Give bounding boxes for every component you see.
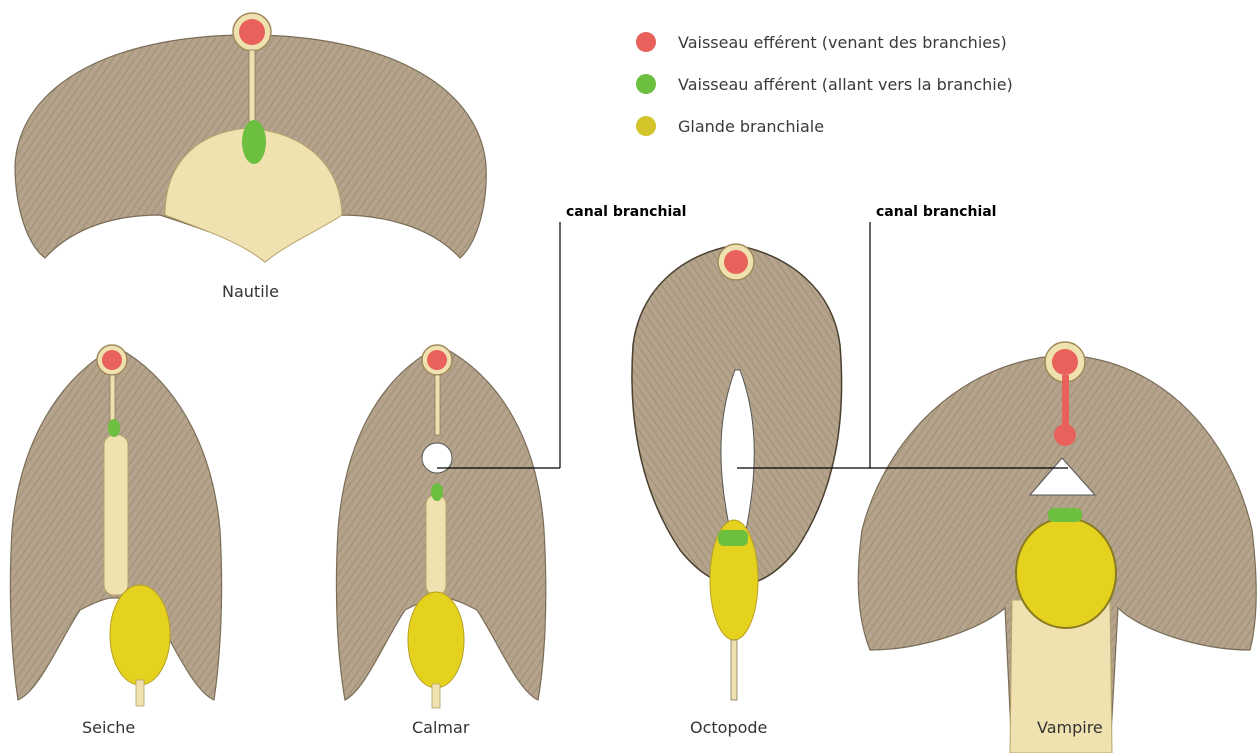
efferent-dot-icon bbox=[636, 32, 656, 52]
label-vampire: Vampire bbox=[1037, 718, 1103, 737]
callout-left-label: canal branchial bbox=[566, 204, 686, 220]
legend-label-gland: Glande branchiale bbox=[678, 117, 824, 136]
legend-item-efferent: Vaisseau efférent (venant des branchies) bbox=[636, 30, 1007, 54]
gland-dot-icon bbox=[636, 116, 656, 136]
vampire-gill bbox=[858, 342, 1256, 753]
octopode-gill bbox=[632, 244, 842, 700]
calmar-gill bbox=[336, 345, 545, 708]
legend-item-gland: Glande branchiale bbox=[636, 114, 824, 138]
seiche-gill bbox=[10, 345, 221, 706]
label-calmar: Calmar bbox=[412, 718, 469, 737]
label-nautile: Nautile bbox=[222, 282, 279, 301]
nautile-gill bbox=[15, 13, 486, 262]
legend-item-afferent: Vaisseau afférent (allant vers la branch… bbox=[636, 72, 1013, 96]
callout-right-label: canal branchial bbox=[876, 204, 996, 220]
afferent-dot-icon bbox=[636, 74, 656, 94]
label-octopode: Octopode bbox=[690, 718, 767, 737]
legend-label-efferent: Vaisseau efférent (venant des branchies) bbox=[678, 33, 1007, 52]
legend-label-afferent: Vaisseau afférent (allant vers la branch… bbox=[678, 75, 1013, 94]
label-seiche: Seiche bbox=[82, 718, 135, 737]
